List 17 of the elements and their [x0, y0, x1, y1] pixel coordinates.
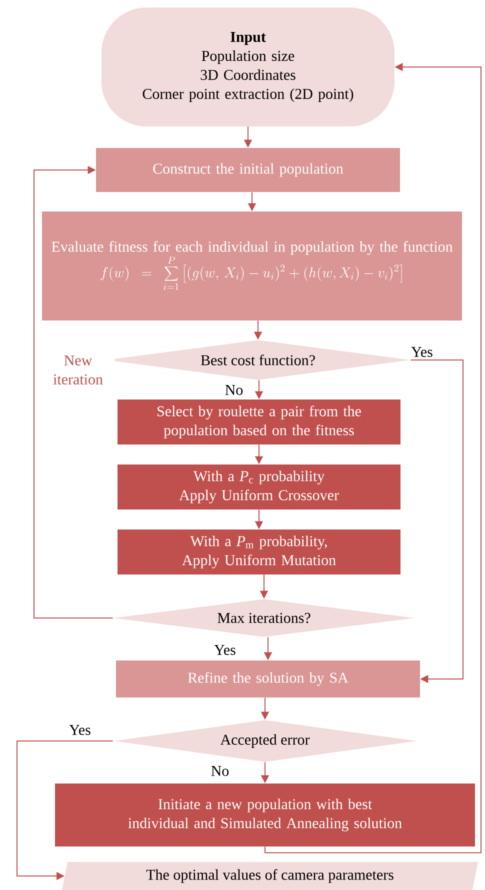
edge-label: No — [224, 384, 244, 396]
edge-label: Yes — [410, 346, 434, 358]
process-box: With a P$_{c}$ probability Apply Uniform Crossover — [118, 464, 400, 510]
edge-label: New iteration — [41, 354, 115, 386]
process-box: Select by roulette a pair from the population based on the fitness — [118, 400, 400, 444]
start-terminal: Input Population size 3D Coordinates Corner point extraction (2D point) — [102, 8, 394, 126]
edge-label: Yes — [68, 724, 92, 736]
edge-label: Yes — [213, 644, 237, 656]
process-box: Evaluate fitness for each individual in population by the function $f(w) = \sum_{i=1}^{P}\left[(g(w,\, X_i) - u_i)^2 + (h(w, X_i) - v_i)^2\right]$ — [42, 212, 462, 320]
process-box: Initiate a new population with best individual and Simulated Annealing solution — [55, 784, 475, 846]
output-box: The optimal values of camera parameters — [62, 862, 478, 890]
process-box: Refine the solution by SA — [116, 660, 420, 698]
arrow — [410, 360, 464, 684]
process-box: With a P$_{m}$ probability, Apply Uniform Mutation — [118, 530, 400, 574]
process-box: Construct the initial population — [96, 148, 400, 192]
edge-label: No — [210, 765, 230, 777]
arrow — [34, 166, 114, 618]
